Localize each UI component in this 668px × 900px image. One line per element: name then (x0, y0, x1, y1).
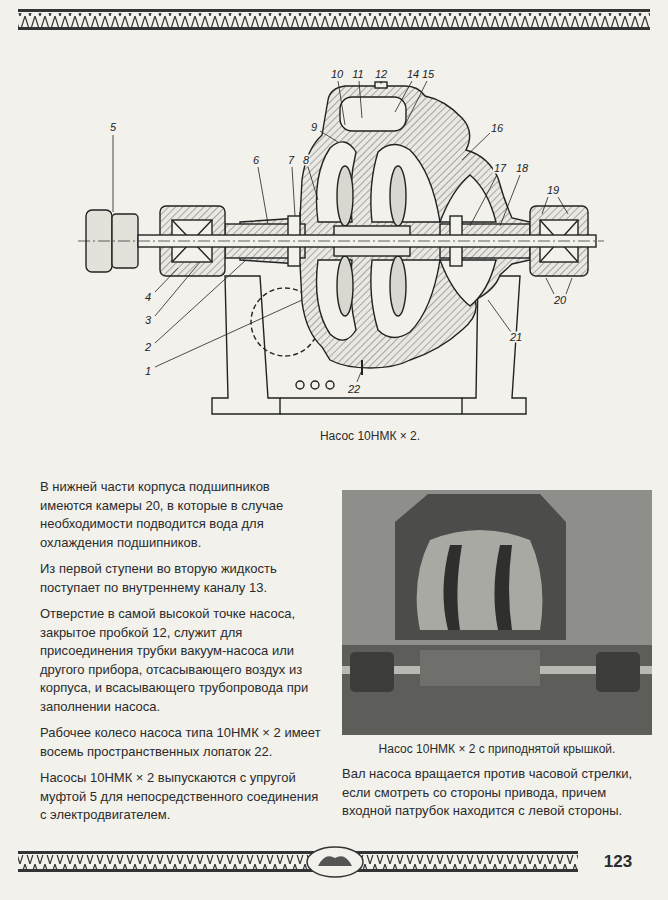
callout-number: 21 (509, 332, 523, 343)
leader-line (258, 167, 268, 224)
callout-number: 9 (310, 122, 318, 133)
leader-line (500, 175, 520, 226)
emblem (307, 847, 363, 877)
callout-number: 17 (493, 163, 507, 174)
leader-lines (113, 81, 572, 382)
photo-impeller (443, 545, 462, 630)
callout-number: 22 (347, 384, 361, 395)
photo-body (342, 645, 652, 735)
base-pedestal (212, 276, 280, 414)
leader-line (338, 81, 345, 125)
leader-line (155, 260, 246, 343)
leader-line (488, 300, 511, 332)
text-column: В нижней части корпуса подшипников имеют… (40, 478, 322, 833)
body-paragraph: Вал насоса вращается против часовой стре… (342, 765, 652, 821)
photo-caption: Насос 10НМК × 2 с приподнятой крышкой. (342, 741, 652, 757)
body-paragraph: Отверстие в самой высокой точке насоса, … (40, 605, 322, 716)
bolt (361, 360, 363, 375)
leader-line (546, 278, 554, 294)
photo-bearing (350, 652, 394, 692)
callout-number: 15 (421, 69, 435, 80)
impeller-blade (337, 256, 353, 316)
border-line (18, 27, 650, 30)
base-frame (280, 398, 462, 414)
plug (375, 82, 387, 88)
callout-number: 19 (546, 185, 560, 196)
photo-casing (420, 650, 540, 686)
volute-cavity (440, 175, 496, 222)
callout-number: 6 (252, 155, 260, 166)
leader-line (558, 197, 568, 214)
leader-line (395, 81, 412, 112)
body-paragraph: Рабочее колесо насоса типа 10НМК × 2 име… (40, 724, 322, 761)
bolt-hole (311, 381, 319, 389)
photo-impeller (494, 545, 512, 630)
border-line (18, 869, 578, 872)
callout-number: 3 (144, 315, 152, 326)
leader-line (462, 133, 490, 160)
callout-number: 8 (302, 155, 310, 166)
leader-line (155, 268, 178, 292)
leader-line (381, 81, 382, 84)
emblem-figure (318, 856, 352, 866)
callout-number: 12 (374, 69, 388, 80)
impeller-blade (390, 166, 406, 226)
impeller-blade (390, 256, 406, 316)
callout-number: 16 (490, 123, 504, 134)
callout-number: 2 (144, 342, 152, 353)
callout-number: 7 (287, 155, 295, 166)
bolt-hole (326, 381, 334, 389)
callout-number: 14 (406, 69, 420, 80)
leader-line (542, 197, 548, 214)
callout-number: 20 (553, 295, 567, 306)
volute-cavity (440, 260, 496, 306)
inner-channel (340, 97, 406, 131)
pump-drawing (78, 82, 604, 414)
photo-cavity (417, 530, 543, 630)
leader-line (308, 167, 318, 200)
border-line (18, 9, 650, 12)
callout-number: 10 (330, 69, 344, 80)
leader-line (292, 167, 295, 216)
body-paragraph: Из первой ступени во вторую жидкость пос… (40, 560, 322, 597)
callout-number: 4 (144, 292, 152, 303)
leader-line (357, 372, 361, 382)
leader-line (320, 131, 338, 142)
page-number: 123 (590, 852, 646, 872)
photo-ground (342, 490, 652, 735)
bottom-border (18, 847, 578, 877)
callout-number: 11 (351, 69, 364, 80)
impeller-blade (337, 166, 353, 226)
photo-bearing (596, 652, 640, 692)
center-line (78, 241, 604, 242)
casing-upper (240, 86, 530, 241)
figure-caption: Насос 10НМК × 2. (200, 428, 540, 444)
bolt-hole (296, 381, 304, 389)
text-column: Вал насоса вращается против часовой стре… (342, 765, 652, 829)
callout-number: 5 (109, 122, 117, 133)
body-paragraph: В нижней части корпуса подшипников имеют… (40, 478, 322, 552)
border-pattern (18, 855, 578, 869)
leader-line (566, 278, 572, 294)
leader-line (155, 300, 302, 367)
leader-line (113, 135, 114, 212)
body-paragraph: Насосы 10НМК × 2 выпускаются с упругой м… (40, 769, 322, 825)
photo (342, 490, 652, 735)
top-border (18, 9, 650, 30)
leader-line (359, 81, 362, 118)
leader-line (470, 175, 497, 226)
border-pattern (18, 13, 650, 27)
callout-number: 18 (515, 163, 529, 174)
leader-line (405, 81, 427, 125)
border-line (18, 851, 578, 854)
photo-lid (395, 494, 566, 640)
casing-lower (240, 241, 530, 368)
callout-number: 1 (144, 366, 152, 377)
